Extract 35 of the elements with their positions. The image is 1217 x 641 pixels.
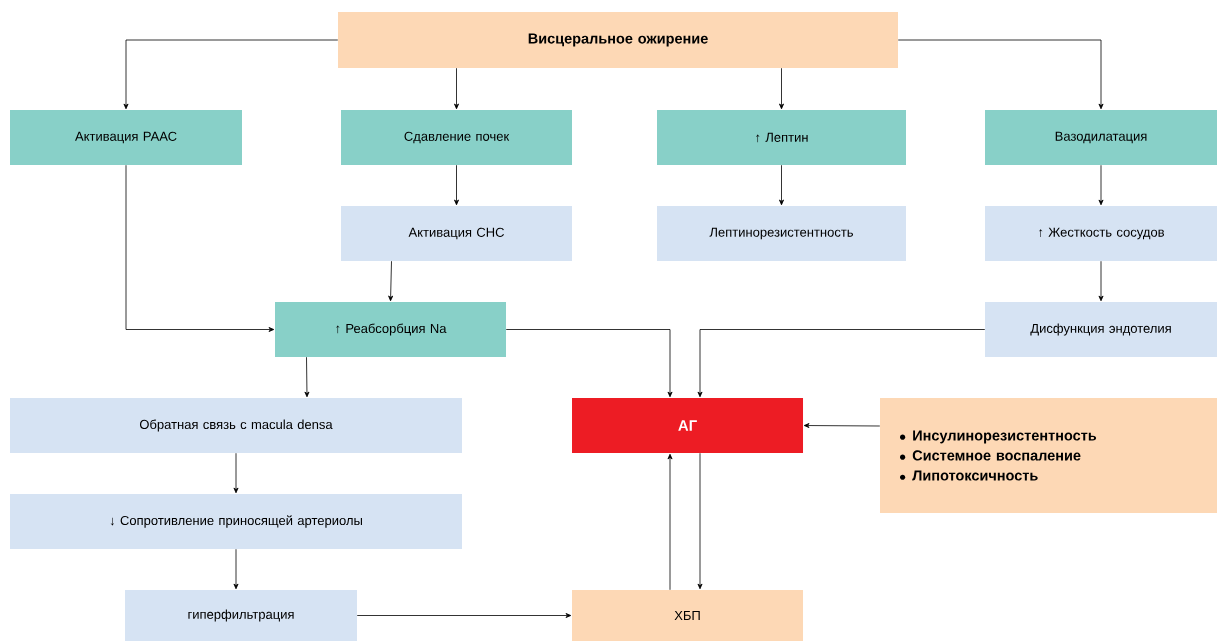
arrow xyxy=(125,164,275,332)
process-box: ↓ Сопротивление приносящей артериолы xyxy=(10,494,462,549)
arrow xyxy=(667,453,673,591)
process-box: Лептинорезистентность xyxy=(657,206,906,261)
arrow xyxy=(897,39,1104,110)
process-box: Сдавление почек xyxy=(341,110,572,165)
arrow xyxy=(779,67,784,110)
process-box: Активация РААС xyxy=(10,110,242,165)
arrow xyxy=(1098,164,1104,206)
arrow xyxy=(697,329,986,398)
arrow xyxy=(454,67,459,110)
process-box: гиперфильтрация xyxy=(125,590,357,641)
arrow xyxy=(697,452,703,590)
arrow xyxy=(803,423,881,428)
factor-list-box: Инсулинорезистентность Системное воспаление Липотоксичность xyxy=(880,398,1217,513)
arrow xyxy=(304,356,310,398)
arrow xyxy=(233,452,239,494)
process-box: Вазодилатация xyxy=(985,110,1217,165)
process-box: Активация СНС xyxy=(341,206,572,261)
process-box: Дисфункция эндотелия xyxy=(985,302,1217,357)
arrow xyxy=(454,164,459,206)
process-box: ↑ Реабсорбция Na xyxy=(275,302,506,357)
arrow xyxy=(123,39,339,110)
arrow xyxy=(356,613,572,618)
arrow xyxy=(233,548,239,590)
heading-box: Висцеральное ожирение xyxy=(338,12,898,68)
process-box: ↑ Лептин xyxy=(657,110,906,165)
arrow xyxy=(779,164,784,206)
process-box: ХБП xyxy=(572,590,803,641)
arrow xyxy=(388,260,394,302)
outcome-box: АГ xyxy=(572,398,803,453)
arrow xyxy=(505,329,673,398)
arrow xyxy=(1098,260,1104,302)
process-box: Обратная связь с macula densa xyxy=(10,398,462,453)
process-box: ↑ Жесткость сосудов xyxy=(985,206,1217,261)
